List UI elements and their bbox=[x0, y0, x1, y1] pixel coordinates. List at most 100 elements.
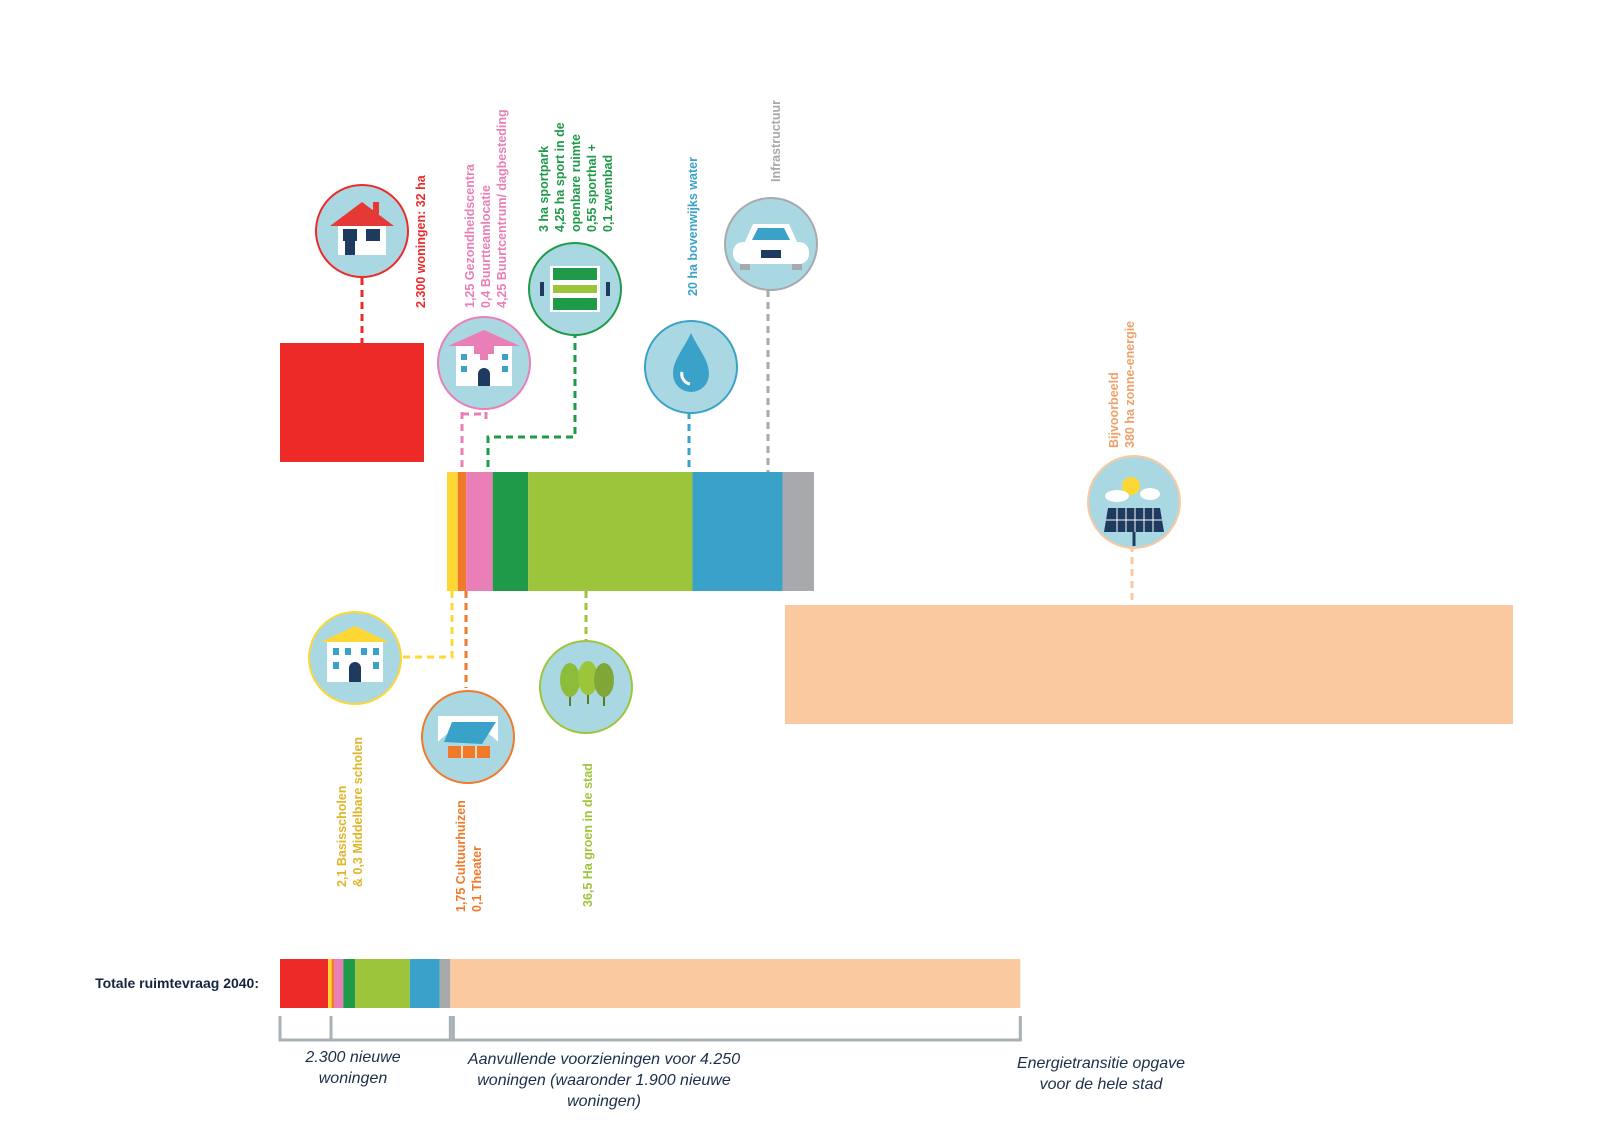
label-scholen: 2,1 Basisscholen& 0,3 Middelbare scholen bbox=[335, 737, 365, 887]
bracket-voorzieningen bbox=[329, 1016, 452, 1042]
house-window bbox=[366, 229, 380, 241]
label-sport-line: 0,55 sporthal + bbox=[585, 144, 599, 232]
label-sport-line: openbare ruimte bbox=[569, 134, 583, 232]
school-roof bbox=[321, 626, 389, 642]
tree-crown bbox=[578, 661, 598, 695]
theater-stage-icon bbox=[421, 690, 515, 784]
caption-voorzieningen-line: woningen (waaronder 1.900 nieuwe bbox=[477, 1072, 731, 1089]
label-scholen-line: 2,1 Basisscholen bbox=[335, 786, 349, 887]
label-sport-line: 4,25 ha sport in de bbox=[553, 122, 567, 232]
connector-scholen bbox=[402, 591, 454, 659]
theater-stage bbox=[444, 722, 496, 744]
label-groen-line: 36,5 Ha groen in de stad bbox=[581, 763, 595, 907]
bar-infra bbox=[782, 472, 814, 591]
label-zorg-line: 4,25 Buurtcentrum/ dagbesteding bbox=[495, 109, 509, 308]
solar-panel-icon bbox=[1087, 455, 1181, 549]
field-bottom bbox=[553, 298, 597, 310]
caption-woningen-line: woningen bbox=[319, 1070, 388, 1087]
school-window bbox=[345, 648, 351, 655]
school-window bbox=[373, 648, 379, 655]
bar-cultuur bbox=[457, 472, 467, 591]
hc-window bbox=[461, 366, 467, 372]
field-top bbox=[553, 268, 597, 280]
hc-window bbox=[461, 354, 467, 360]
school-window bbox=[373, 662, 379, 669]
caption-voorzieningen-line: woningen) bbox=[567, 1093, 641, 1110]
label-zorg-line: 1,25 Gezondheidscentra bbox=[463, 163, 477, 308]
water-highlight bbox=[680, 371, 691, 386]
label-groen: 36,5 Ha groen in de stad bbox=[581, 763, 595, 907]
caption-voorzieningen: Aanvullende voorzieningen voor 4.250 woni… bbox=[467, 1051, 740, 1110]
label-infra: Infrastructuur bbox=[769, 100, 783, 182]
label-scholen-line: & 0,3 Middelbare scholen bbox=[351, 737, 365, 887]
school-window bbox=[333, 648, 339, 655]
total-label: Totale ruimtevraag 2040: bbox=[95, 975, 259, 991]
school-window bbox=[361, 648, 367, 655]
bar-woningen bbox=[280, 343, 424, 462]
house-door bbox=[345, 241, 355, 255]
field-mid bbox=[553, 285, 597, 293]
label-woningen: 2.300 woningen: 32 ha bbox=[414, 174, 428, 308]
caption-energie: Energietransitie opgave voor de hele stad bbox=[1017, 1055, 1185, 1093]
hc-roof bbox=[448, 330, 520, 346]
caption-energie-line: voor de hele stad bbox=[1040, 1076, 1164, 1093]
total-bar-woningen bbox=[280, 959, 328, 1008]
total-bar-zorg bbox=[334, 959, 344, 1008]
house-window bbox=[343, 229, 357, 241]
label-infra-line: Infrastructuur bbox=[769, 100, 783, 182]
bracket-energie bbox=[451, 1016, 1022, 1042]
label-water: 20 ha bovenwijks water bbox=[686, 157, 700, 296]
bar-sport bbox=[492, 472, 529, 591]
sun bbox=[1122, 477, 1140, 495]
school-window bbox=[333, 662, 339, 669]
label-cultuur-line: 0,1 Theater bbox=[470, 846, 484, 912]
bar-scholen bbox=[447, 472, 458, 591]
label-zorg-line: 0,4 Buurtteamlocatie bbox=[479, 185, 493, 308]
healthcare-center-icon bbox=[437, 316, 531, 410]
total-bar-infra bbox=[439, 959, 451, 1008]
label-energie-line: 380 ha zonne-energie bbox=[1123, 321, 1137, 448]
school-door bbox=[349, 662, 361, 682]
bar-groen bbox=[528, 472, 693, 591]
total-bar-energie bbox=[450, 959, 1021, 1008]
trees-icon bbox=[539, 640, 633, 734]
hc-cross-h bbox=[474, 346, 494, 354]
car-windshield bbox=[752, 228, 790, 240]
theater-seats bbox=[448, 746, 490, 758]
total-bar-cultuur bbox=[331, 959, 335, 1008]
bar-zorg bbox=[466, 472, 493, 591]
total-bar-groen bbox=[355, 959, 410, 1008]
field-goal bbox=[606, 282, 610, 296]
cloud bbox=[1105, 490, 1129, 502]
car-wheel bbox=[740, 264, 750, 270]
sports-field-icon bbox=[528, 242, 622, 336]
label-energie-line: Bijvoorbeeld bbox=[1107, 372, 1121, 448]
hc-window bbox=[502, 354, 508, 360]
total-bar-scholen bbox=[328, 959, 332, 1008]
tree-crown bbox=[594, 663, 614, 697]
house-chimney bbox=[373, 202, 379, 214]
total-bar-sport bbox=[343, 959, 356, 1008]
car-wheel bbox=[792, 264, 802, 270]
label-cultuur-line: 1,75 Cultuurhuizen bbox=[454, 800, 468, 912]
hc-window bbox=[502, 366, 508, 372]
cloud bbox=[1140, 488, 1160, 500]
caption-woningen-line: 2.300 nieuwe bbox=[304, 1049, 400, 1066]
school-building-icon bbox=[308, 611, 402, 705]
label-water-line: 20 ha bovenwijks water bbox=[686, 157, 700, 296]
field-goal bbox=[540, 282, 544, 296]
connector-sport bbox=[486, 331, 577, 472]
house-icon bbox=[315, 184, 409, 278]
car-grille bbox=[761, 250, 781, 258]
label-woningen-line: 2.300 woningen: 32 ha bbox=[414, 174, 428, 308]
bar-energie bbox=[785, 605, 1513, 724]
bracket-woningen bbox=[278, 1016, 333, 1042]
caption-energie-line: Energietransitie opgave bbox=[1017, 1055, 1185, 1072]
bar-water bbox=[692, 472, 783, 591]
caption-voorzieningen-line: Aanvullende voorzieningen voor 4.250 bbox=[467, 1051, 740, 1068]
